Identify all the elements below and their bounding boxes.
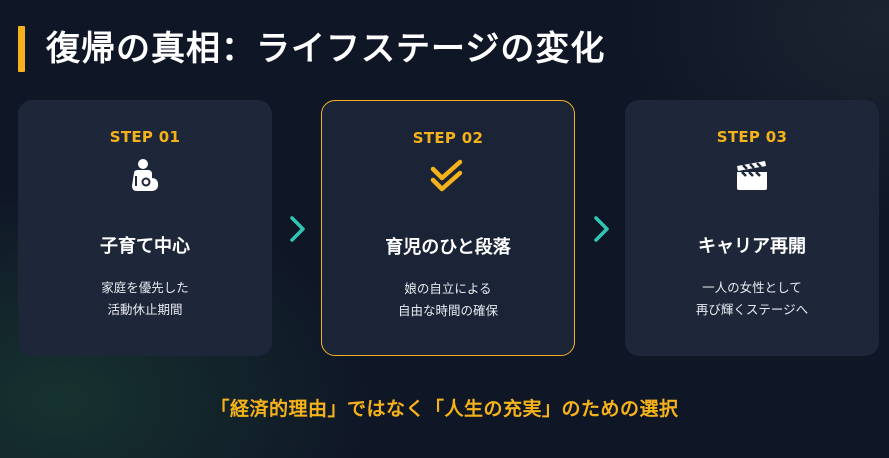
clapperboard-icon <box>737 161 767 190</box>
step-desc-line: 娘の自立による <box>404 281 492 296</box>
chevron-right-icon <box>594 216 609 242</box>
tagline: 「経済的理由」ではなく「人生の充実」のための選択 <box>210 398 679 420</box>
step-description: 一人の女性として 再び輝くステージへ <box>625 277 879 321</box>
step-desc-line: 活動休止期間 <box>107 302 183 317</box>
parent-child-icon <box>132 159 159 191</box>
step-desc-line: 家庭を優先した <box>101 280 189 295</box>
step-heading: 子育て中心 <box>100 236 190 257</box>
step-desc-line: 再び輝くステージへ <box>695 302 809 317</box>
step-card-1: STEP 01 子育て中心 家庭を優先した 活動休止期間 <box>18 100 272 356</box>
step-label: STEP 03 <box>716 128 788 146</box>
step-desc-line: 自由な時間の確保 <box>397 303 498 318</box>
step-label: STEP 02 <box>412 129 484 147</box>
step-heading: キャリア再開 <box>698 236 806 257</box>
step-card-3: STEP 03 キャリア再開 一人の女性として 再び輝くステージへ <box>625 100 879 356</box>
double-check-icon <box>430 159 463 192</box>
title-accent-bar <box>18 26 25 72</box>
step-desc-line: 一人の女性として <box>702 280 802 295</box>
step-description: 家庭を優先した 活動休止期間 <box>18 277 272 321</box>
step-label: STEP 01 <box>109 128 181 146</box>
step-card-2: STEP 02 育児のひと段落 娘の自立による 自由な時間の確保 <box>321 100 575 356</box>
chevron-right-icon <box>290 216 305 242</box>
step-description: 娘の自立による 自由な時間の確保 <box>322 278 574 322</box>
step-heading: 育児のひと段落 <box>385 237 511 258</box>
page-title: 復帰の真相：ライフステージの変化 <box>46 29 606 69</box>
